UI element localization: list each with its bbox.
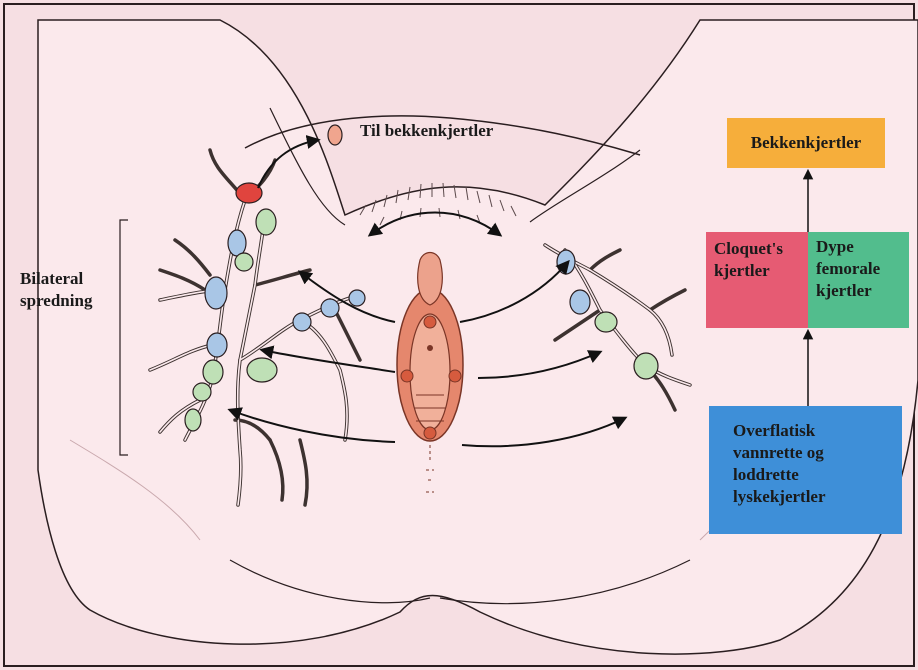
pathway-left-line2: kjertler	[714, 260, 808, 282]
label-bilateral-line2: spredning	[20, 290, 92, 312]
pathway-right-line1: Dype	[816, 236, 909, 258]
pathway-bottom-line1: Overflatisk	[733, 420, 902, 442]
pathway-bottom-line2: vannrette og	[733, 442, 902, 464]
pathway-right-label: Dype femorale kjertler	[808, 232, 909, 328]
pathway-bottom-label: Overflatisk vannrette og loddrette lyske…	[709, 406, 902, 534]
pathway-top-label: Bekkenkjertler	[727, 118, 885, 168]
pathway-right-line3: kjertler	[816, 280, 909, 302]
pathway-bottom-line3: loddrette	[733, 464, 902, 486]
pathway-right-line2: femorale	[816, 258, 909, 280]
label-til-bekkenkjertler: Til bekkenkjertler	[360, 120, 493, 142]
pathway-left-line1: Cloquet's	[714, 238, 808, 260]
body-outline	[38, 20, 918, 654]
label-bilateral-line1: Bilateral	[20, 268, 92, 290]
pathway-top-text: Bekkenkjertler	[751, 132, 861, 154]
label-bilateral-spredning: Bilateral spredning	[20, 268, 92, 312]
pathway-bottom-line4: lyskekjertler	[733, 486, 902, 508]
pathway-left-label: Cloquet's kjertler	[706, 232, 808, 328]
